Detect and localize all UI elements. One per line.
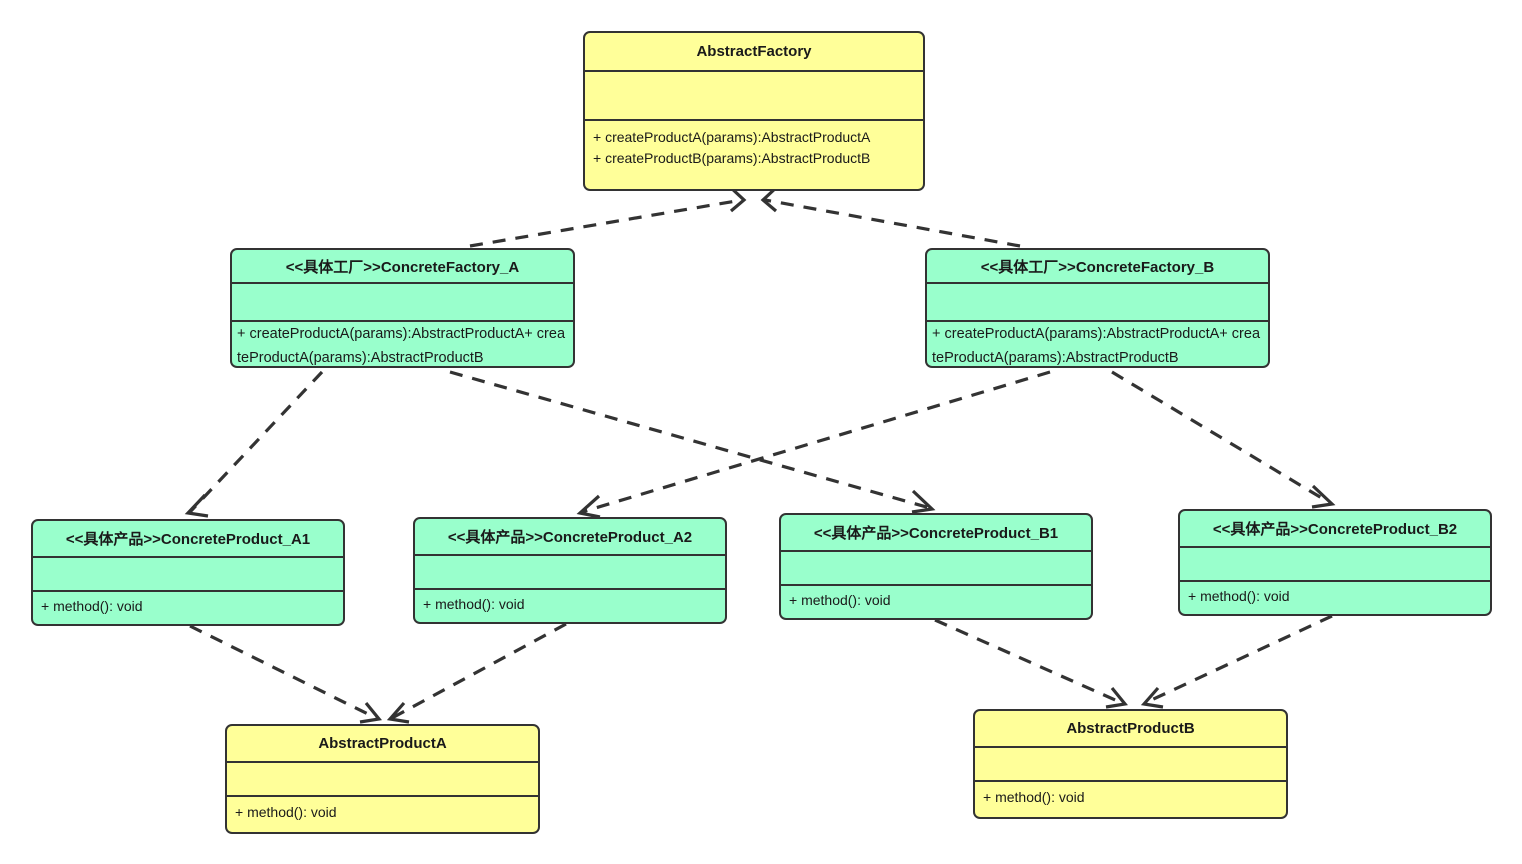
- class-operations-abstract-factory: + createProductA(params):AbstractProduct…: [593, 129, 871, 166]
- class-name-concrete-factory-a: <<具体工厂>>ConcreteFactory_A: [232, 250, 573, 284]
- class-name-abstract-factory: AbstractFactory: [585, 33, 923, 72]
- arrowhead-to-product-b2: [1311, 484, 1336, 509]
- class-name-abstract-product-b: AbstractProductB: [975, 711, 1286, 748]
- edge-concrete-factory-a-to-abstract-factory: [469, 198, 743, 248]
- class-operations-concrete-product-a2: + method(): void: [423, 596, 525, 612]
- edge-concrete-factory-a-to-product-b1: [449, 370, 931, 510]
- class-operations-concrete-product-a1: + method(): void: [41, 598, 143, 614]
- class-attributes-concrete-product-b2: [1180, 548, 1490, 582]
- class-attributes-abstract-product-a: [227, 763, 538, 797]
- arrowhead-to-abstract-product-b-right: [1140, 686, 1164, 709]
- class-name-abstract-product-a: AbstractProductA: [227, 726, 538, 763]
- class-operations-concrete-product-b2: + method(): void: [1188, 588, 1290, 604]
- class-name-concrete-product-a2: <<具体产品>>ConcreteProduct_A2: [415, 519, 725, 556]
- arrowhead-to-abstract-product-a-right: [386, 701, 410, 724]
- edge-product-a1-to-abstract-product-a: [189, 624, 377, 720]
- edge-concrete-factory-b-to-product-b2: [1111, 370, 1331, 505]
- edge-product-b1-to-abstract-product-b: [934, 618, 1123, 705]
- edge-product-b2-to-abstract-product-b: [1144, 614, 1333, 705]
- class-box-abstract-product-a[interactable]: AbstractProductA + method(): void: [225, 724, 540, 834]
- class-operations-abstract-product-b: + method(): void: [983, 789, 1085, 805]
- class-operations-concrete-factory-b: + createProductA(params):AbstractProduct…: [932, 326, 1261, 366]
- arrowhead-to-product-a2: [576, 494, 601, 519]
- class-box-abstract-product-b[interactable]: AbstractProductB + method(): void: [973, 709, 1288, 819]
- class-name-concrete-factory-b: <<具体工厂>>ConcreteFactory_B: [927, 250, 1268, 284]
- class-attributes-concrete-product-a1: [33, 558, 343, 592]
- edge-concrete-factory-b-to-product-a2: [581, 370, 1051, 514]
- class-box-concrete-factory-a[interactable]: <<具体工厂>>ConcreteFactory_A + createProduc…: [230, 248, 575, 368]
- class-operations-abstract-product-a: + method(): void: [235, 804, 337, 820]
- arrowhead-to-abstract-product-a-left: [359, 701, 382, 724]
- class-box-concrete-product-a1[interactable]: <<具体产品>>ConcreteProduct_A1 + method(): v…: [31, 519, 345, 626]
- arrowhead-to-product-a1: [184, 493, 209, 518]
- class-name-concrete-product-b2: <<具体产品>>ConcreteProduct_B2: [1180, 511, 1490, 548]
- class-box-concrete-product-b1[interactable]: <<具体产品>>ConcreteProduct_B1 + method(): v…: [779, 513, 1093, 620]
- edge-concrete-factory-b-to-abstract-factory: [764, 198, 1021, 248]
- class-box-abstract-factory[interactable]: AbstractFactory + createProductA(params)…: [583, 31, 925, 191]
- class-attributes-abstract-product-b: [975, 748, 1286, 782]
- edge-concrete-factory-a-to-product-a1: [188, 370, 324, 514]
- class-name-concrete-product-b1: <<具体产品>>ConcreteProduct_B1: [781, 515, 1091, 552]
- class-box-concrete-product-b2[interactable]: <<具体产品>>ConcreteProduct_B2 + method(): v…: [1178, 509, 1492, 616]
- class-attributes-concrete-product-a2: [415, 556, 725, 590]
- class-operations-concrete-factory-a: + createProductA(params):AbstractProduct…: [237, 326, 566, 366]
- class-box-concrete-factory-b[interactable]: <<具体工厂>>ConcreteFactory_B + createProduc…: [925, 248, 1270, 368]
- class-operations-concrete-product-b1: + method(): void: [789, 592, 891, 608]
- arrowhead-to-product-b1: [911, 489, 936, 514]
- class-attributes-concrete-product-b1: [781, 552, 1091, 586]
- class-attributes-concrete-factory-b: [927, 284, 1268, 322]
- class-attributes-abstract-factory: [585, 72, 923, 121]
- class-box-concrete-product-a2[interactable]: <<具体产品>>ConcreteProduct_A2 + method(): v…: [413, 517, 727, 624]
- class-attributes-concrete-factory-a: [232, 284, 573, 322]
- class-name-concrete-product-a1: <<具体产品>>ConcreteProduct_A1: [33, 521, 343, 558]
- arrowhead-to-abstract-product-b-left: [1105, 686, 1128, 709]
- edge-product-a2-to-abstract-product-a: [391, 622, 567, 720]
